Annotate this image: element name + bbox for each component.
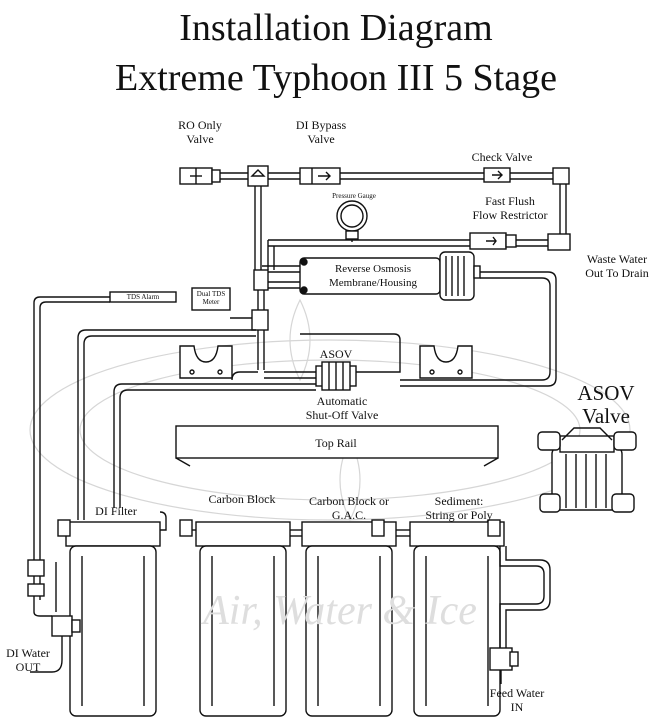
check-valve-label: Check Valve <box>471 150 533 164</box>
ro-only-valve-shape <box>179 167 221 185</box>
pressure-gauge-shape <box>336 200 368 242</box>
di-bypass-valve-shape <box>299 167 341 185</box>
mounting-clip-right <box>419 345 473 379</box>
sediment-label: Sediment:String or Poly <box>425 494 493 522</box>
top-rail-shape <box>175 425 499 467</box>
asov-label: ASOV <box>319 347 353 361</box>
feed-valve-shape <box>489 647 519 684</box>
filter-connectors <box>57 511 501 537</box>
check-valve-shape <box>483 167 570 185</box>
top-tee <box>247 165 269 187</box>
mounting-clip-left <box>179 345 233 379</box>
dual-tds-box <box>191 287 231 311</box>
top-rail-label: Top Rail <box>315 436 357 450</box>
filter-housings <box>65 521 505 717</box>
pressure-gauge-label: Pressure Gauge <box>332 192 376 200</box>
tds-alarm-label: TDS Alarm <box>126 293 160 301</box>
watermark-text: Air, Water & Ice <box>203 588 477 634</box>
asov-valve-illustration <box>537 427 637 513</box>
ro-membrane-shape <box>299 251 481 301</box>
asov-shape <box>315 361 357 391</box>
di-filter-label: DI Filter <box>95 504 137 518</box>
page-subtitle: Extreme Typhoon III 5 Stage <box>115 57 557 99</box>
carbon-block-label: Carbon Block <box>208 492 276 506</box>
watermark-graphic <box>29 298 631 522</box>
fast-flush-shape <box>469 232 571 251</box>
page-title: Installation Diagram <box>179 7 493 49</box>
